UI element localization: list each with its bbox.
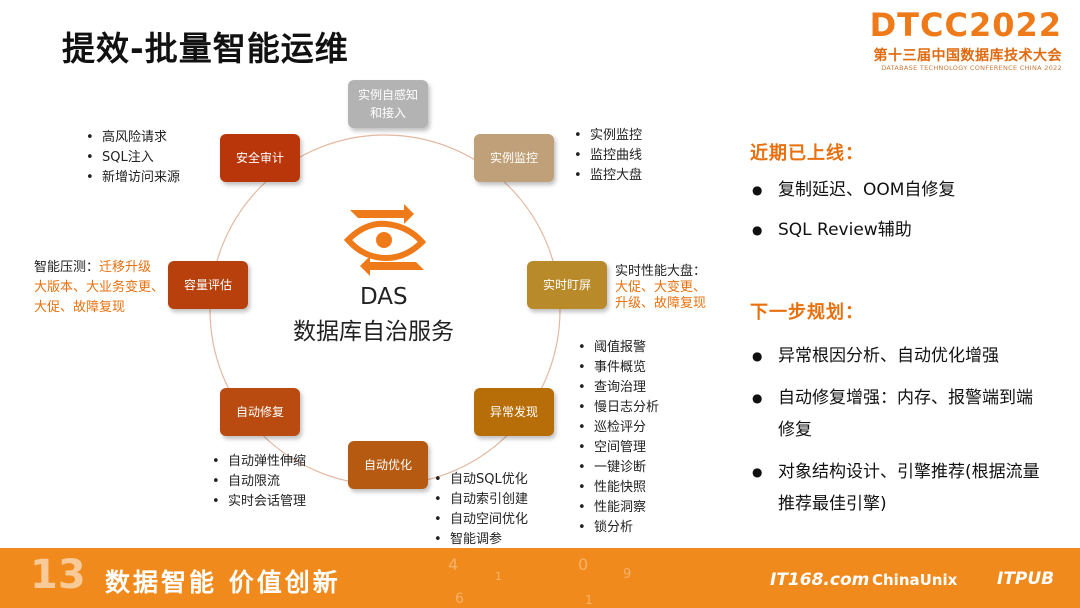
list-item: 锁分析 xyxy=(576,518,659,538)
footer-slogan: 数据智能 价值创新 xyxy=(105,568,341,597)
list-item: 智能调参 xyxy=(432,530,528,550)
node-label: 实时盯屏 xyxy=(542,278,591,292)
svg-text:0: 0 xyxy=(578,555,588,574)
next-list: 异常根因分析、自动优化增强 自动修复增强：内存、报警端到端修复 对象结构设计、引… xyxy=(752,340,1042,530)
node-label: 自动优化 xyxy=(363,458,412,472)
partner-it168: IT168.com xyxy=(770,570,870,590)
recent-item: 复制延迟、OOM自修复 xyxy=(752,174,1052,206)
list-item: 监控大盘 xyxy=(572,166,642,186)
node-instance-discovery: 实例自感知 和接入 xyxy=(348,80,428,128)
next-title: 下一步规划： xyxy=(750,302,864,323)
security-list: 高风险请求 SQL注入 新增访问来源 xyxy=(84,128,180,188)
recent-list: 复制延迟、OOM自修复 SQL Review辅助 xyxy=(752,174,1052,256)
list-item: 新增访问来源 xyxy=(84,168,180,188)
node-anomaly-detection: 异常发现 xyxy=(474,388,554,436)
anomaly-list: 阈值报警 事件概览 查询治理 慢日志分析 巡检评分 空间管理 一键诊断 性能快照… xyxy=(576,338,659,538)
node-label: 安全审计 xyxy=(235,151,284,165)
footer-bar xyxy=(0,548,1080,608)
node-label: 异常发现 xyxy=(489,405,538,419)
next-item: 对象结构设计、引擎推荐(根据流量推荐最佳引擎) xyxy=(752,456,1042,520)
das-name: DAS xyxy=(360,284,408,310)
list-item: 自动弹性伸缩 xyxy=(210,452,306,472)
list-item: 事件概览 xyxy=(576,358,659,378)
list-item: 实例监控 xyxy=(572,126,642,146)
node-realtime-screen: 实时盯屏 xyxy=(527,261,607,309)
node-security-audit: 安全审计 xyxy=(220,134,300,182)
das-eye-icon xyxy=(343,204,427,276)
list-item: 慢日志分析 xyxy=(576,398,659,418)
realtime-line: 大促、大变更、 xyxy=(615,280,707,295)
node-auto-optimize: 自动优化 xyxy=(348,441,428,489)
list-item: 阈值报警 xyxy=(576,338,659,358)
footer-badge: 13 xyxy=(30,552,86,598)
page-title: 提效-批量智能运维 xyxy=(62,29,349,68)
partner-itpub: ITPUB xyxy=(997,569,1055,589)
node-capacity-assessment: 容量评估 xyxy=(168,261,248,309)
partner-chinaunix: ChinaUnix xyxy=(872,571,958,589)
list-item: 监控曲线 xyxy=(572,146,642,166)
next-item: 自动修复增强：内存、报警端到端修复 xyxy=(752,382,1042,446)
node-label: 容量评估 xyxy=(183,278,232,292)
capacity-prefix: 智能压测： xyxy=(34,260,100,275)
svg-text:1: 1 xyxy=(495,570,502,583)
conference-english: DATABASE TECHNOLOGY CONFERENCE CHINA 202… xyxy=(881,64,1062,72)
list-item: 一键诊断 xyxy=(576,458,659,478)
node-label: 实例自感知 和接入 xyxy=(357,88,418,120)
das-subtitle: 数据库自治服务 xyxy=(293,319,454,345)
auto-optimize-list: 自动SQL优化 自动索引创建 自动空间优化 智能调参 xyxy=(432,470,528,550)
list-item: 高风险请求 xyxy=(84,128,180,148)
auto-repair-list: 自动弹性伸缩 自动限流 实时会话管理 xyxy=(210,452,306,512)
capacity-line: 大版本、大业务变更、 xyxy=(34,280,165,295)
node-label: 自动修复 xyxy=(235,405,284,419)
svg-text:9: 9 xyxy=(623,567,631,582)
list-item: 自动SQL优化 xyxy=(432,470,528,490)
conference-subtitle: 第十三届中国数据库技术大会 xyxy=(873,48,1062,64)
recent-item: SQL Review辅助 xyxy=(752,214,1052,246)
capacity-line: 大促、故障复现 xyxy=(34,300,126,315)
list-item: 自动空间优化 xyxy=(432,510,528,530)
capacity-highlight: 迁移升级 xyxy=(99,260,152,275)
list-item: SQL注入 xyxy=(84,148,180,168)
recent-title: 近期已上线： xyxy=(750,143,864,164)
list-item: 自动限流 xyxy=(210,472,306,492)
node-label: 实例监控 xyxy=(489,151,538,165)
svg-text:1: 1 xyxy=(585,593,593,607)
svg-text:4: 4 xyxy=(448,555,458,574)
svg-text:6: 6 xyxy=(455,591,464,607)
realtime-line: 升级、故障复现 xyxy=(615,296,707,311)
list-item: 性能快照 xyxy=(576,478,659,498)
node-auto-repair: 自动修复 xyxy=(220,388,300,436)
list-item: 性能洞察 xyxy=(576,498,659,518)
list-item: 巡检评分 xyxy=(576,418,659,438)
list-item: 查询治理 xyxy=(576,378,659,398)
monitor-list: 实例监控 监控曲线 监控大盘 xyxy=(572,126,642,186)
node-instance-monitor: 实例监控 xyxy=(474,134,554,182)
dtcc-logo: DTCC2022 xyxy=(869,6,1062,44)
capacity-text: 智能压测：迁移升级 xyxy=(34,258,151,278)
list-item: 空间管理 xyxy=(576,438,659,458)
footer-decoration: 4 1 0 9 6 1 xyxy=(448,555,631,607)
list-item: 自动索引创建 xyxy=(432,490,528,510)
realtime-prefix: 实时性能大盘： xyxy=(615,264,707,279)
list-item: 实时会话管理 xyxy=(210,492,306,512)
next-item: 异常根因分析、自动优化增强 xyxy=(752,340,1042,372)
